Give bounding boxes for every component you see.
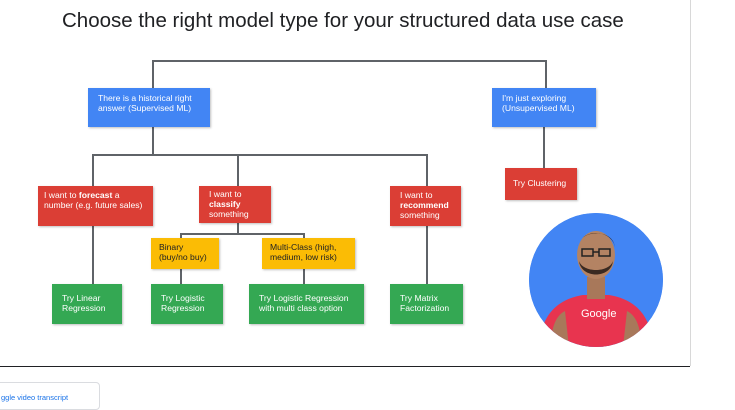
connector-line: [543, 127, 545, 168]
connector-line: [426, 226, 428, 284]
connector-line: [237, 154, 239, 186]
connector-line: [180, 233, 305, 235]
connector-line: [92, 226, 94, 284]
connector-line: [545, 60, 547, 88]
transcript-button-label[interactable]: ggle video transcript: [1, 393, 69, 402]
connector-line: [152, 60, 154, 88]
connector-line: [92, 154, 428, 156]
connector-line: [303, 233, 305, 238]
slide: Choose the right model type for your str…: [38, 0, 691, 366]
slide-title: Choose the right model type for your str…: [62, 9, 624, 32]
multi-class-box: Multi-Class (high, medium, low risk): [262, 238, 355, 269]
divider: [0, 366, 690, 367]
connector-line: [92, 154, 94, 186]
connector-line: [426, 154, 428, 186]
video-transcript-button[interactable]: ggle video transcript: [0, 382, 100, 410]
presenter-illustration: [529, 213, 663, 347]
shirt-logo: Google: [581, 308, 617, 320]
connector-line: [152, 60, 547, 62]
supervised-ml-box: There is a historical right answer (Supe…: [88, 88, 210, 127]
clustering-box: Try Clustering: [505, 168, 577, 200]
connector-line: [180, 269, 182, 284]
linear-regression-box: Try Linear Regression: [52, 284, 122, 324]
connector-line: [180, 233, 182, 238]
binary-box: Binary (buy/no buy): [151, 238, 219, 269]
logistic-multiclass-box: Try Logistic Regression with multi class…: [249, 284, 364, 324]
forecast-box: I want to forecast a number (e.g. future…: [38, 186, 153, 226]
connector-line: [152, 127, 154, 155]
connector-line: [237, 223, 239, 234]
presenter-video: Google: [529, 213, 663, 347]
unsupervised-ml-box: I'm just exploring (Unsupervised ML): [492, 88, 596, 127]
connector-line: [303, 269, 305, 284]
logistic-regression-box: Try Logistic Regression: [151, 284, 223, 324]
matrix-factorization-box: Try Matrix Factorization: [390, 284, 463, 324]
